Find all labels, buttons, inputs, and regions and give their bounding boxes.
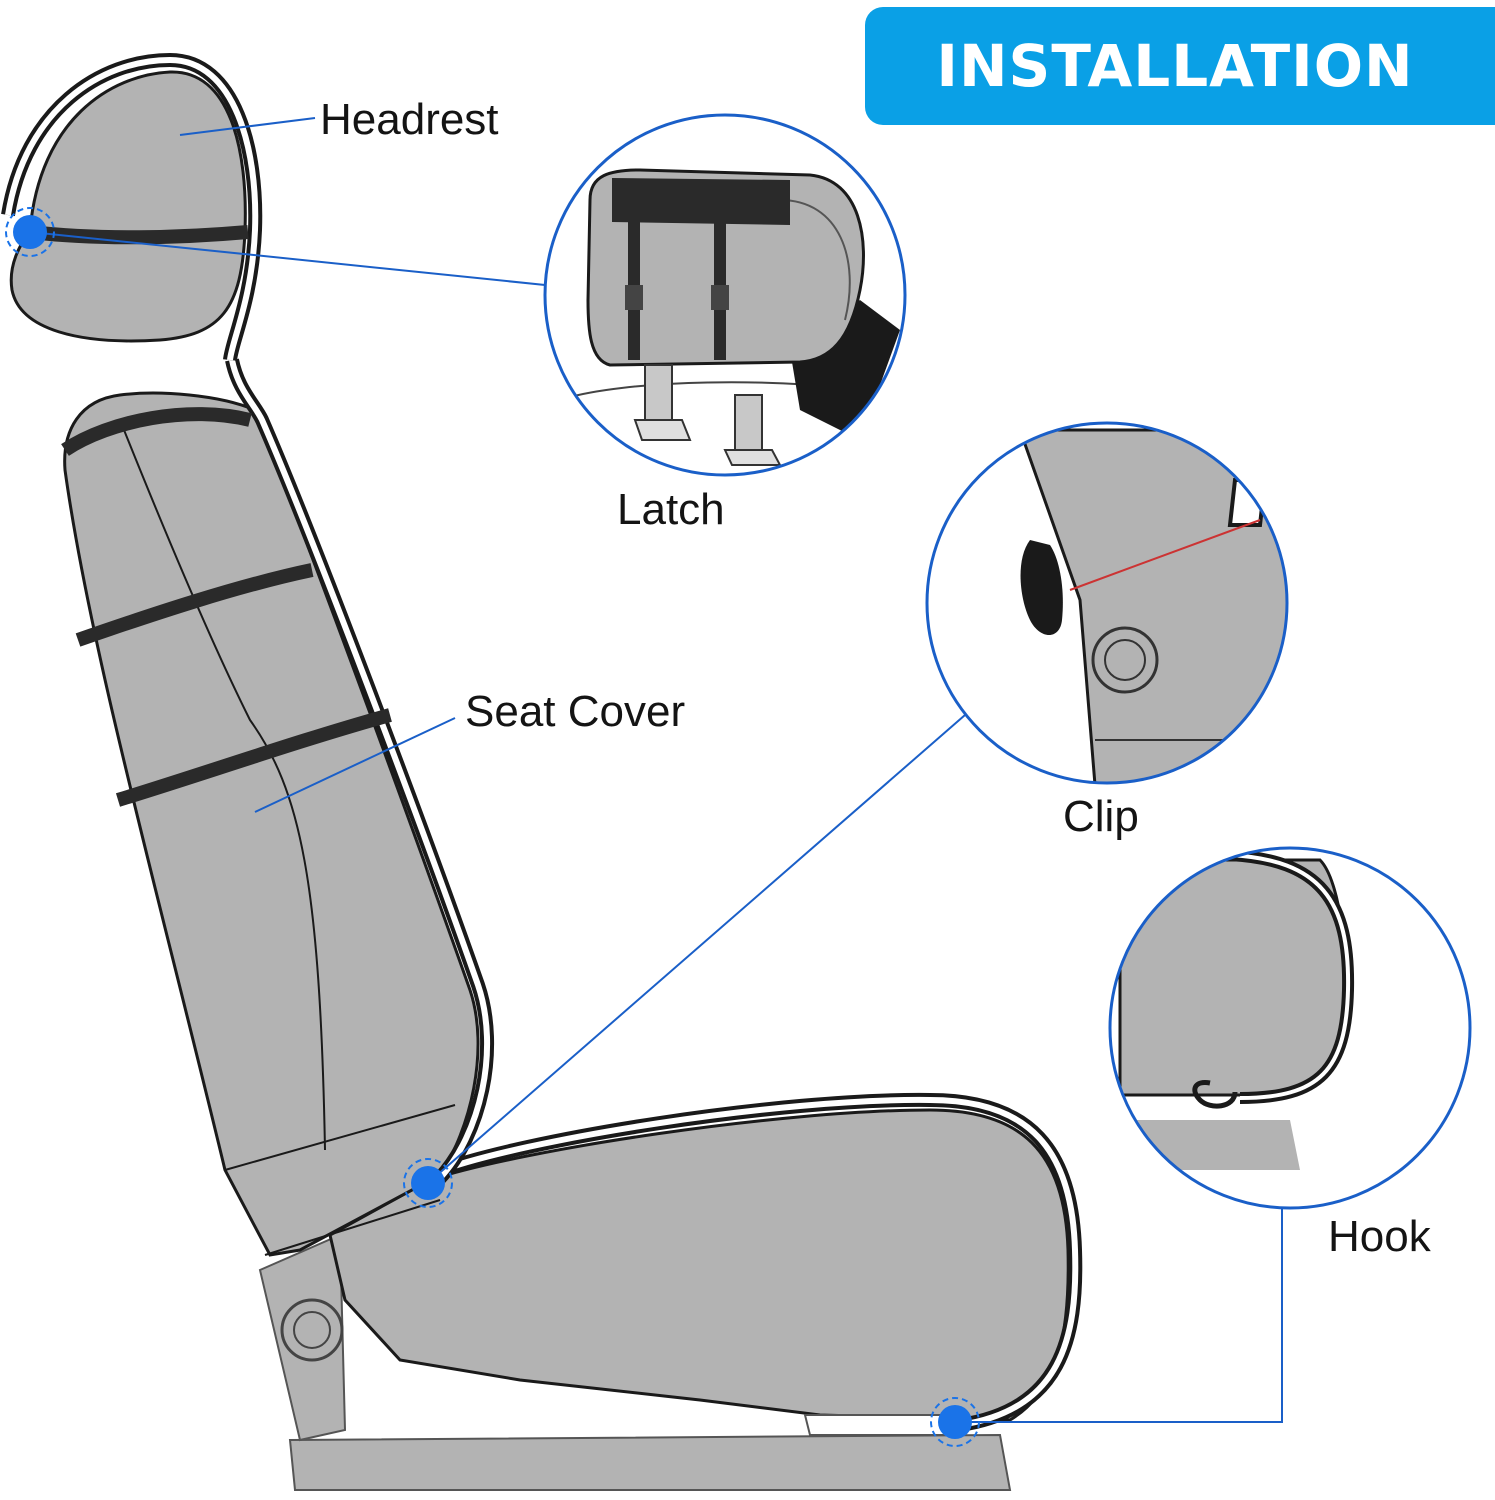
clip-detail-icon — [925, 421, 1289, 785]
seat-base — [258, 1233, 1012, 1491]
clip-marker-icon[interactable] — [403, 1158, 453, 1208]
seat-backrest — [61, 358, 495, 1257]
hook-marker-icon[interactable] — [930, 1397, 980, 1447]
clip-label: Clip — [1063, 792, 1139, 841]
headrest-label: Headrest — [320, 95, 499, 144]
banner-title: INSTALLATION — [936, 32, 1414, 100]
installation-banner: INSTALLATION — [865, 7, 1495, 125]
hook-label: Hook — [1328, 1212, 1431, 1261]
seat-cover-label: Seat Cover — [465, 687, 686, 736]
headrest — [1, 52, 263, 362]
seat-cushion — [328, 1092, 1083, 1436]
headrest-marker-icon[interactable] — [5, 207, 55, 257]
latch-detail-icon — [543, 113, 907, 477]
hook-detail-icon — [1108, 846, 1472, 1210]
latch-label: Latch — [617, 485, 725, 534]
callout-lines — [29, 117, 1283, 1423]
